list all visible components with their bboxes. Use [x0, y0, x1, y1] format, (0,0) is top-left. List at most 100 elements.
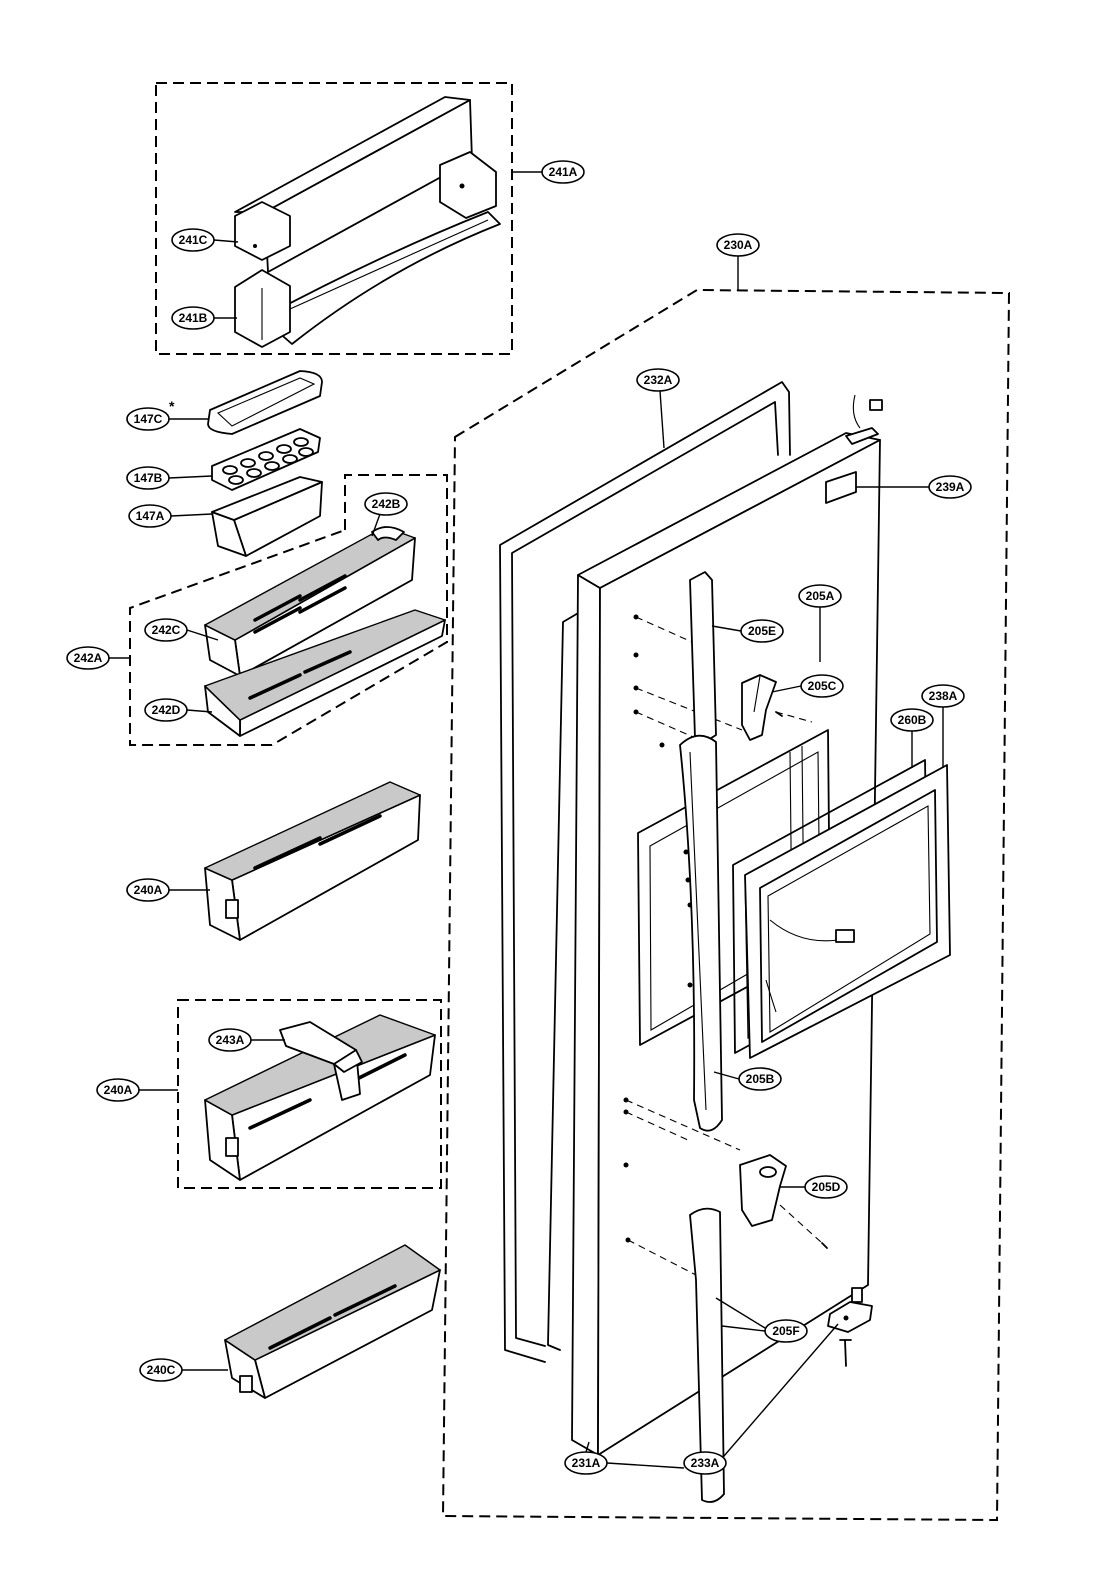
callout-label: 233A: [691, 1456, 720, 1470]
dispenser-frame-238a: [744, 764, 951, 1059]
callout-241b: 241B: [171, 306, 215, 330]
door-bin-240c: [224, 1244, 441, 1399]
callout-bubble: [364, 492, 408, 516]
callout-label: 243A: [216, 1033, 245, 1047]
callout-205e: 205E: [740, 619, 784, 643]
callout-205f: 205F: [764, 1319, 808, 1343]
callout-asterisk: *: [169, 398, 175, 414]
leader-lines: [109, 171, 944, 1469]
callout-238a: 238A: [921, 684, 965, 708]
callout-bubble: [126, 878, 170, 902]
callout-147c: 147C *: [126, 398, 175, 431]
group-box-241: [155, 82, 513, 355]
callout-239a: 239A: [928, 475, 972, 499]
egg-lid-147c: [207, 370, 323, 435]
egg-tray-147b: [211, 428, 321, 491]
callout-bubble: [683, 1451, 727, 1475]
callout-label: 260B: [898, 713, 927, 727]
callout-bubble: [541, 160, 585, 184]
callout-260b: 260B: [890, 708, 934, 732]
callout-label: 205D: [812, 1180, 841, 1194]
callout-205a: 205A: [798, 584, 842, 608]
callout-243a: 243A: [208, 1028, 252, 1052]
callout-label: 205F: [772, 1324, 799, 1338]
callout-bubble: [890, 708, 934, 732]
callout-bubble: [66, 646, 110, 670]
callout-240a-upper: 240A: [126, 878, 170, 902]
handle-highlight: [689, 751, 707, 1111]
callout-label: 205B: [746, 1072, 775, 1086]
callout-205b: 205B: [738, 1067, 782, 1091]
callout-240c: 240C: [139, 1358, 183, 1382]
group-outline-242: [129, 474, 448, 746]
callout-240a-lower: 240A: [96, 1078, 140, 1102]
assembly-guide-lines: [625, 616, 823, 1276]
callout-bubble: [921, 684, 965, 708]
callout-label: 242B: [372, 497, 401, 511]
callout-bubble: [738, 1067, 782, 1091]
callout-205d: 205D: [804, 1175, 848, 1199]
callout-label: 242C: [152, 623, 181, 637]
callout-233a: 233A: [683, 1451, 727, 1475]
callout-bubble: [126, 466, 170, 490]
callout-label: 241C: [179, 233, 208, 247]
callout-label: 241B: [179, 311, 208, 325]
bin-divider-243a: [279, 1021, 363, 1101]
callout-bubble: [636, 368, 680, 392]
callout-label: 231A: [572, 1456, 601, 1470]
callout-bubble: [208, 1028, 252, 1052]
handle-cap-205f: [689, 1207, 725, 1503]
door-liner-edge: [547, 611, 581, 1351]
door-hinge-233a: [827, 1287, 873, 1367]
door-handle-205b: [679, 734, 723, 1132]
callout-bubble: [96, 1078, 140, 1102]
callout-bubble: [171, 228, 215, 252]
callout-242a: 242A: [66, 646, 110, 670]
callout-bubble: [126, 407, 170, 431]
callout-label: 147A: [136, 509, 165, 523]
callout-205c: 205C: [800, 674, 844, 698]
door-bin-242c: [204, 526, 416, 677]
callout-bubble: [740, 619, 784, 643]
callout-label: 238A: [929, 689, 958, 703]
door-bin-240a-upper: [204, 781, 421, 941]
group-box-240-243: [177, 999, 442, 1189]
egg-bin-147a: [211, 476, 323, 557]
callout-bubble: [128, 504, 172, 528]
callout-242d: 242D: [144, 698, 188, 722]
door-tray-242d: [204, 609, 446, 737]
callout-label: 240A: [104, 1083, 133, 1097]
callout-147a: 147A: [128, 504, 172, 528]
callout-bubble: [716, 233, 760, 257]
callout-label: 242A: [74, 651, 103, 665]
handle-cap-205e: [689, 571, 717, 743]
callout-label: 239A: [936, 480, 965, 494]
callout-label: 242D: [152, 703, 181, 717]
callout-label: 240C: [147, 1363, 176, 1377]
callout-241a: 241A: [541, 160, 585, 184]
callout-241c: 241C: [171, 228, 215, 252]
callout-bubble: [804, 1175, 848, 1199]
callout-bubble: [764, 1319, 808, 1343]
group-outline-230: [441, 288, 1011, 1522]
callout-bubble: [928, 475, 972, 499]
callout-231a: 231A: [564, 1451, 608, 1475]
callout-label: 230A: [724, 238, 753, 252]
callout-bubble: [144, 618, 188, 642]
callout-bubble: [798, 584, 842, 608]
callout-bubble: [800, 674, 844, 698]
callout-label: 205C: [808, 679, 837, 693]
callout-232a: 232A: [636, 368, 680, 392]
handle-bracket-205c: [741, 674, 783, 741]
callout-242b: 242B: [364, 492, 408, 516]
callout-label: 240A: [134, 883, 163, 897]
callout-242c: 242C: [144, 618, 188, 642]
door-bin-240a-lower: [204, 1014, 436, 1181]
callout-label: 147C: [134, 412, 163, 426]
callout-label: 232A: [644, 373, 673, 387]
label-plate-239a: [825, 471, 857, 504]
callout-label: 205E: [748, 624, 776, 638]
callout-bubble: [139, 1358, 183, 1382]
callout-bubble: [564, 1451, 608, 1475]
